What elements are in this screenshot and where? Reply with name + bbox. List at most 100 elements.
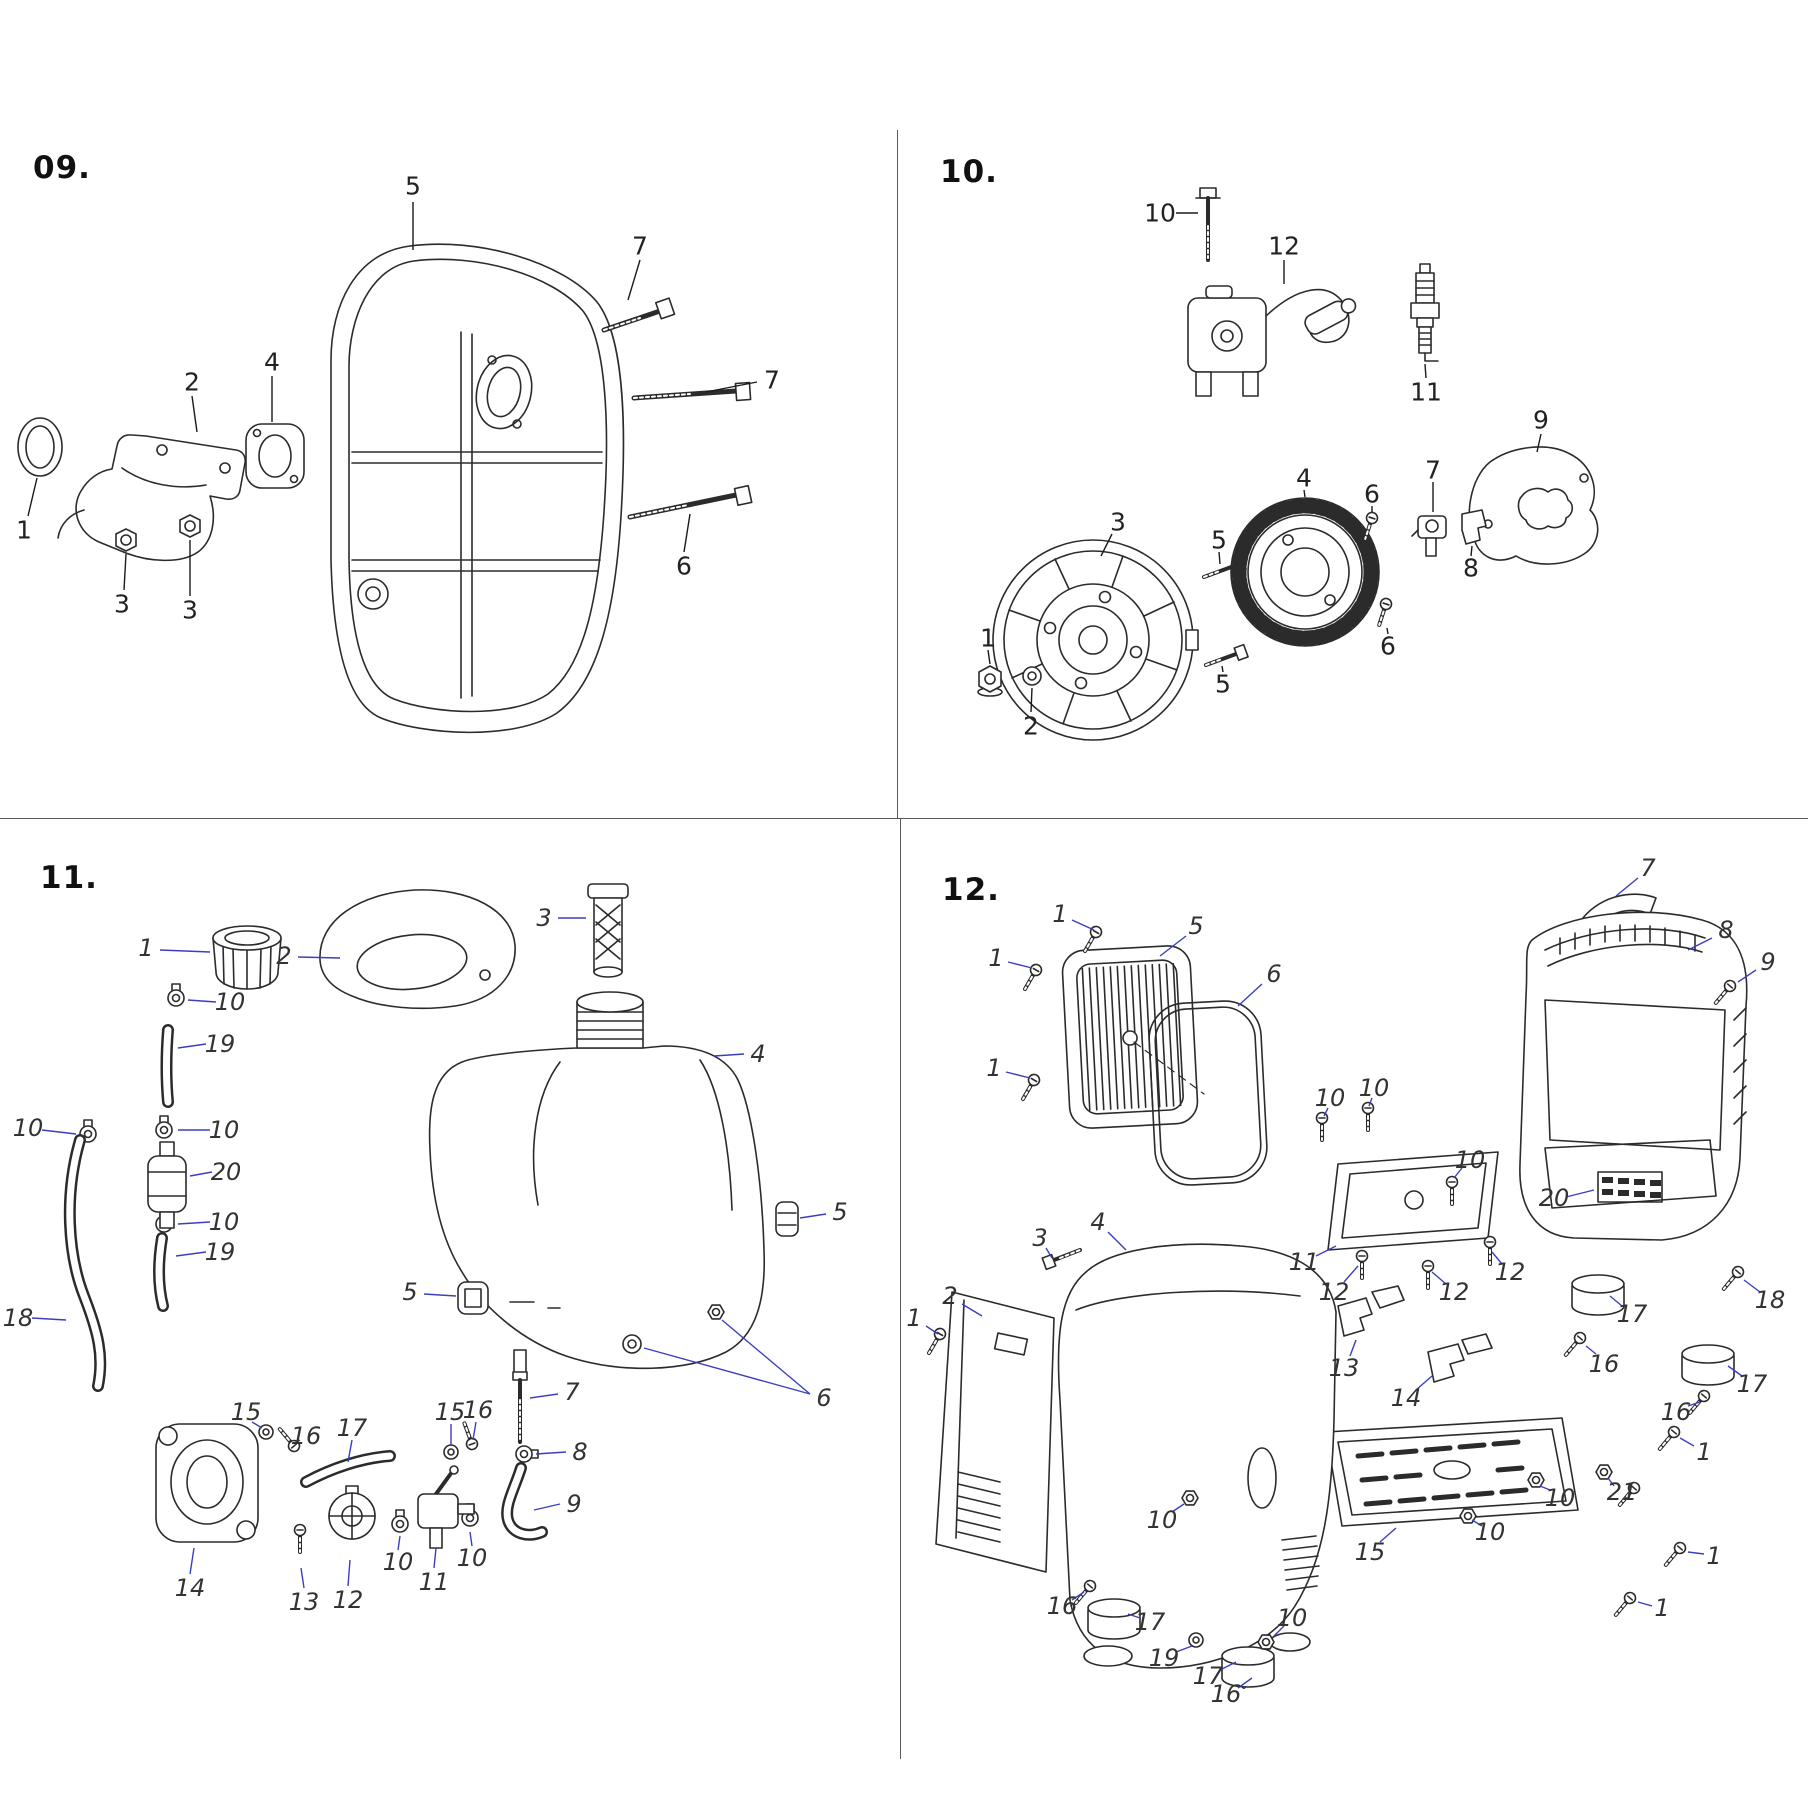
callout-10-8: 8 xyxy=(1463,553,1479,583)
leader-11-11 xyxy=(433,1547,437,1569)
part-09-gasket-ring xyxy=(17,417,63,477)
callout-11-10: 10 xyxy=(208,1208,240,1236)
leader-12-17 xyxy=(1219,1661,1237,1671)
leader-12-2 xyxy=(961,1303,983,1317)
leader-11-12 xyxy=(347,1559,351,1587)
callout-12-10: 10 xyxy=(1314,1084,1346,1112)
callout-12-16: 16 xyxy=(1660,1398,1692,1426)
callout-11-19: 19 xyxy=(204,1238,236,1266)
leader-12-1 xyxy=(1679,1437,1695,1447)
callout-11-16: 16 xyxy=(290,1422,322,1450)
callout-10-2: 2 xyxy=(1023,711,1039,741)
leader-12-6 xyxy=(1237,983,1263,1007)
section-label-12: 12. xyxy=(942,872,1000,908)
leader-11-6 xyxy=(721,1319,811,1395)
callout-12-10: 10 xyxy=(1146,1506,1178,1534)
part-11-bushing-left xyxy=(457,1281,489,1315)
leader-12-4 xyxy=(1107,1231,1127,1251)
part-09-bolt-short-a xyxy=(601,297,676,333)
callout-12-1: 1 xyxy=(1696,1438,1712,1466)
construction-line xyxy=(1133,1041,1205,1095)
leader-09-3 xyxy=(123,553,127,591)
leader-12-17 xyxy=(1127,1613,1141,1619)
part-11-fuel-tank xyxy=(428,991,766,1377)
leader-11-1 xyxy=(159,949,211,953)
callout-11-18: 18 xyxy=(2,1304,34,1332)
part-12-rear-housing xyxy=(1519,911,1748,1241)
part-11-petcock xyxy=(417,1465,475,1549)
leader-11-14 xyxy=(189,1547,195,1575)
divider-vertical-top xyxy=(897,130,898,818)
leader-12-1 xyxy=(1637,1601,1653,1607)
leader-12-10 xyxy=(1453,1167,1463,1179)
part-09-muffler xyxy=(330,243,625,734)
callout-09-7: 7 xyxy=(632,231,648,261)
leader-12-12 xyxy=(1431,1271,1447,1285)
leader-10-5 xyxy=(1221,665,1224,673)
part-10-stator xyxy=(1230,497,1380,647)
part-09-exhaust-manifold xyxy=(57,434,246,562)
part-12-latch-14 xyxy=(1427,1333,1493,1383)
leader-12-17 xyxy=(1609,1295,1623,1307)
callout-12-20: 20 xyxy=(1538,1184,1570,1212)
callout-10-4: 4 xyxy=(1296,463,1312,493)
part-09-nut-b xyxy=(179,514,201,538)
callout-09-2: 2 xyxy=(184,367,200,397)
callout-11-15: 15 xyxy=(230,1398,262,1426)
callout-12-12: 12 xyxy=(1438,1278,1470,1306)
part-12-side-panel xyxy=(922,1291,1055,1573)
leader-11-2 xyxy=(297,956,341,959)
leader-11-6 xyxy=(643,1347,811,1395)
callout-12-16: 16 xyxy=(1210,1680,1242,1708)
callout-11-16: 16 xyxy=(462,1396,494,1424)
part-12-front-housing xyxy=(1057,1243,1337,1669)
part-11-bushing-right xyxy=(775,1201,799,1237)
callout-12-1: 1 xyxy=(988,944,1004,972)
leader-12-16 xyxy=(1687,1401,1701,1407)
callout-10-7: 7 xyxy=(1425,455,1441,485)
part-12-latch-13 xyxy=(1337,1285,1405,1337)
leader-12-18 xyxy=(1743,1279,1761,1293)
callout-10-1: 1 xyxy=(980,623,996,653)
part-10-bolt-b xyxy=(1204,643,1249,667)
callout-10-3: 3 xyxy=(1110,507,1126,537)
callout-10-6: 6 xyxy=(1380,631,1396,661)
leader-11-5 xyxy=(799,1213,827,1219)
callout-11-9: 9 xyxy=(566,1490,582,1518)
leader-12-1 xyxy=(925,1325,939,1335)
callout-09-7: 7 xyxy=(764,365,780,395)
leader-12-21 xyxy=(1607,1477,1615,1487)
callout-11-1: 1 xyxy=(138,934,154,962)
part-10-fan-cover-plate xyxy=(1468,446,1599,565)
section-label-11: 11. xyxy=(40,860,98,896)
leader-11-19 xyxy=(175,1251,207,1257)
callout-10-12: 12 xyxy=(1268,231,1300,261)
leader-12-10 xyxy=(1539,1485,1551,1491)
leader-12-1 xyxy=(1007,961,1033,969)
callout-12-21: 21 xyxy=(1606,1478,1638,1506)
callout-12-1: 1 xyxy=(1654,1594,1670,1622)
leader-12-10 xyxy=(1368,1097,1373,1107)
leader-09-7 xyxy=(705,381,758,393)
leader-11-10 xyxy=(187,999,217,1003)
leader-12-3 xyxy=(1045,1247,1053,1259)
callout-12-1: 1 xyxy=(986,1054,1002,1082)
section-label-10: 10. xyxy=(940,154,998,190)
part-10-ignition-coil xyxy=(1187,285,1357,397)
callout-12-17: 17 xyxy=(1192,1662,1224,1690)
part-09-gasket xyxy=(245,423,305,489)
leader-10-11 xyxy=(1424,363,1427,379)
callout-12-7: 7 xyxy=(1640,854,1656,882)
leader-09-2 xyxy=(191,395,198,433)
callout-11-17: 17 xyxy=(336,1414,368,1442)
part-12-vent-plate xyxy=(1597,1171,1663,1203)
leader-11-7 xyxy=(529,1393,559,1399)
callout-09-3: 3 xyxy=(182,595,198,625)
callout-11-10: 10 xyxy=(456,1544,488,1572)
part-12-bottom-plate xyxy=(1325,1417,1579,1527)
leader-10-2 xyxy=(1030,687,1033,713)
leader-11-15 xyxy=(251,1421,263,1429)
callout-12-16: 16 xyxy=(1588,1350,1620,1378)
callout-11-3: 3 xyxy=(536,904,552,932)
callout-12-16: 16 xyxy=(1046,1592,1078,1620)
